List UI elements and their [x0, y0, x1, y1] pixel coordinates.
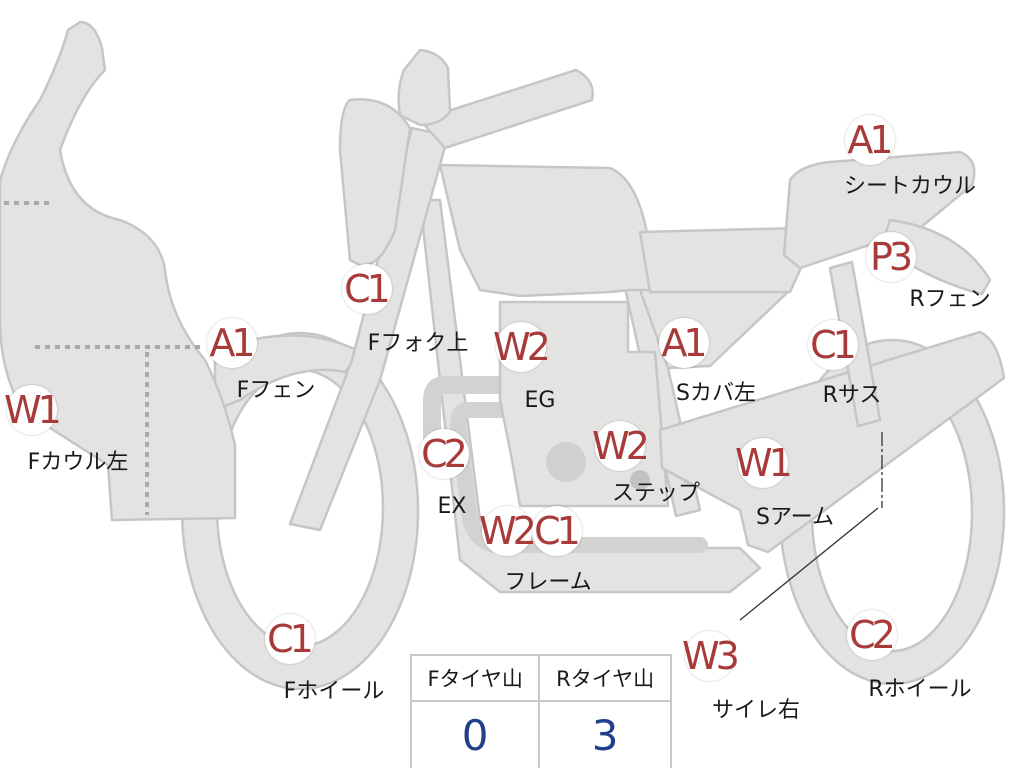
- rear-tire-value: 3: [538, 700, 672, 768]
- part-label: Fホイール: [283, 679, 385, 704]
- front-tire-header: Fタイヤ山: [409, 654, 541, 702]
- code-badge: W2: [493, 322, 551, 372]
- part-label: Rフェン: [909, 287, 991, 312]
- code-badge: C2: [847, 610, 897, 660]
- code-badge: P3: [866, 232, 916, 282]
- part-label: Fカウル左: [27, 450, 129, 475]
- engine-cover: [546, 442, 586, 482]
- headlight-shape: [338, 98, 412, 267]
- code-badge-2: C1: [532, 506, 582, 556]
- seat-cowl-shape: [782, 150, 976, 270]
- muffler-pointer-line: [739, 507, 879, 621]
- part-label: Rホイール: [868, 677, 972, 702]
- code-badge: C2: [419, 429, 469, 479]
- swingarm-shape: [658, 330, 1006, 554]
- part-label: フレーム: [504, 570, 592, 595]
- front-cowl-shape: [0, 20, 237, 522]
- handlebar-shape: [418, 68, 594, 150]
- part-label: シートカウル: [843, 174, 977, 199]
- code-badge: A1: [207, 318, 257, 368]
- code-badge: W2: [592, 421, 650, 471]
- code-badge: W3: [682, 631, 740, 681]
- part-label: Fフォク上: [367, 331, 469, 356]
- part-label: EG: [524, 388, 556, 413]
- front-tire-value: 0: [409, 700, 541, 768]
- rear-tire-header: Rタイヤ山: [538, 654, 672, 702]
- code-badge: W1: [735, 438, 793, 488]
- code-badge: A1: [845, 115, 895, 165]
- part-label: Fフェン: [236, 378, 316, 403]
- part-label: Sカバ左: [676, 381, 756, 406]
- code-badge: A1: [659, 318, 709, 368]
- seat-shape: [638, 226, 812, 294]
- code-badge: C1: [342, 264, 392, 314]
- code-badge: W2: [479, 506, 537, 556]
- part-label: EX: [437, 494, 467, 519]
- part-label: Rサス: [822, 383, 882, 408]
- code-badge: C1: [808, 320, 858, 370]
- code-badge: W1: [4, 385, 62, 435]
- part-label: サイレ右: [711, 698, 801, 723]
- mirror-shape: [397, 48, 452, 127]
- step-peg: [630, 470, 650, 490]
- tire-tread-table: Fタイヤ山 Rタイヤ山 0 3: [409, 654, 672, 768]
- part-label: ステップ: [611, 481, 701, 506]
- fuel-tank-shape: [438, 163, 652, 298]
- part-label: Sアーム: [756, 505, 834, 530]
- frame-shape: [418, 198, 762, 594]
- code-badge: C1: [265, 614, 315, 664]
